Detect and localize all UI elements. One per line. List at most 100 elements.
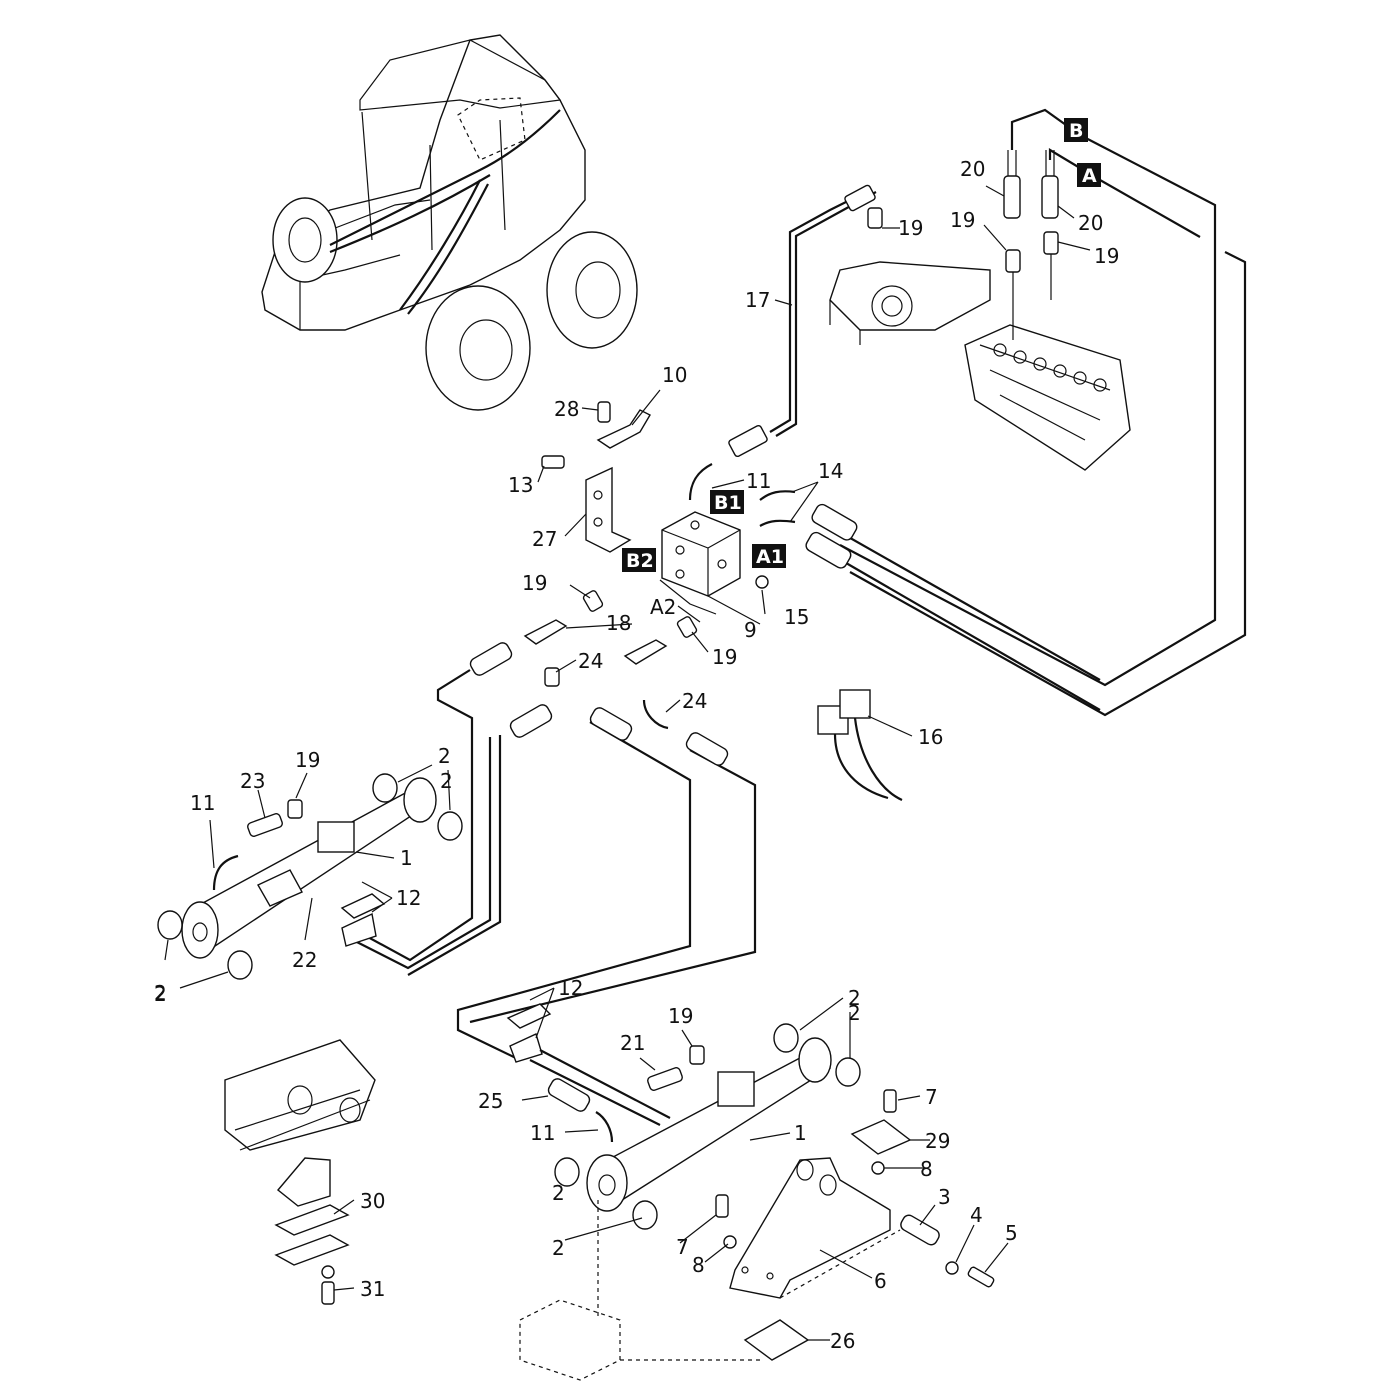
callout-16: 16 (918, 725, 943, 749)
port-tag-b: B (1064, 118, 1088, 142)
fitting-23 (247, 813, 283, 837)
bolt-31 (321, 1281, 335, 1305)
seal-2-ul-d (227, 950, 253, 980)
hose-center (456, 707, 757, 1061)
fitting-19-mid-a (582, 590, 604, 612)
callout-28: 28 (554, 397, 579, 421)
callout-2-lr-bottom: 2 (552, 1236, 565, 1260)
callout-19-lower-cyl: 19 (668, 1004, 693, 1028)
cylinder-1-upper (181, 777, 437, 959)
seal-2-ul-b (437, 811, 463, 841)
callout-1-lower: 1 (794, 1121, 807, 1145)
valve-spools (993, 343, 1107, 392)
fitting-19-lr (689, 1045, 705, 1065)
callout-15: 15 (784, 605, 809, 629)
callout-31: 31 (360, 1277, 385, 1301)
callout-19-valve-left: 19 (950, 208, 975, 232)
plug-15 (755, 575, 769, 589)
washer-4 (945, 1261, 959, 1275)
callout-23: 23 (240, 769, 265, 793)
callout-7-lower: 7 (676, 1235, 689, 1259)
callout-11-lower-cyl: 11 (530, 1121, 555, 1145)
callout-24-left: 24 (578, 649, 603, 673)
callout-12-upper: 12 (396, 886, 421, 910)
svg-text:B1: B1 (714, 492, 742, 514)
leader-lines (164, 185, 1091, 1341)
seal-2-ul-c (157, 910, 183, 940)
fitting-19-right (1043, 231, 1059, 255)
cylinder-1-lower (586, 1037, 832, 1212)
callout-19-block-right: 19 (712, 645, 737, 669)
nut-31 (321, 1265, 335, 1279)
screw-13 (541, 455, 565, 469)
svg-text:A1: A1 (756, 546, 784, 568)
fitting-20-left (1003, 150, 1021, 219)
svg-text:B: B (1069, 120, 1083, 142)
callout-27: 27 (532, 527, 557, 551)
elbow-11-top (688, 463, 713, 501)
callout-11-upper-cyl: 11 (190, 791, 215, 815)
callout-20-right: 20 (1078, 211, 1103, 235)
callout-2-ul-top: 2 (438, 744, 451, 768)
callout-labels: 20 20 19 19 19 19 19 19 19 17 10 28 13 1… (154, 157, 1119, 1353)
seal-2-lr-c (554, 1157, 580, 1187)
mount-bracket-6 (729, 1157, 891, 1299)
seal-2-lr-b (835, 1057, 861, 1087)
callout-8-lower: 8 (692, 1253, 705, 1277)
elbow-11-lr (595, 1111, 614, 1143)
fitting-19-ul (287, 799, 303, 819)
screw-28 (597, 401, 611, 423)
callout-9: 9 (744, 618, 757, 642)
callout-19-valve-right: 19 (1094, 244, 1119, 268)
callout-2-lr-left: 2 (552, 1181, 565, 1205)
tee-18-left (523, 619, 568, 687)
callout-5: 5 (1005, 1221, 1018, 1245)
shim-26 (743, 1319, 810, 1361)
callout-1-upper: 1 (400, 846, 413, 870)
bolt-5 (967, 1266, 995, 1288)
bolt-7-upper (883, 1089, 897, 1113)
callout-2-lr-right: 2 (848, 1001, 861, 1025)
bracket-27 (585, 466, 632, 553)
callout-8-upper: 8 (920, 1157, 933, 1181)
hose-line-a (849, 148, 1247, 717)
svg-text:B2: B2 (626, 550, 654, 572)
callout-18: 18 (606, 611, 631, 635)
solenoid-16 (817, 689, 903, 802)
elbow-11-ul (212, 854, 239, 891)
callout-14: 14 (818, 459, 843, 483)
port-tag-b2: B2 (622, 548, 656, 572)
port-tag-a: A (1077, 163, 1101, 187)
callout-21: 21 (620, 1031, 645, 1055)
control-valve-assembly (829, 261, 1131, 471)
callout-26: 26 (830, 1329, 855, 1353)
seal-2-ul-a (372, 773, 398, 803)
fitting-21 (647, 1067, 683, 1091)
callout-19-hose17: 19 (898, 216, 923, 240)
fitting-20-right (1041, 150, 1059, 219)
callout-20-left: 20 (960, 157, 985, 181)
callout-11-block: 11 (746, 469, 771, 493)
tee-18-right (623, 639, 669, 730)
callout-25: 25 (478, 1089, 503, 1113)
elbow-14-b (759, 519, 796, 527)
port-tag-b1: B1 (710, 490, 744, 514)
callout-13: 13 (508, 473, 533, 497)
clamp-12-upper (340, 893, 386, 947)
fitting-25 (547, 1078, 591, 1112)
callout-2-ul-bottom: 2 (154, 981, 167, 1005)
callout-2-lr-top: 2 (848, 986, 861, 1010)
hose-17 (728, 184, 883, 458)
valve-block-9 (661, 511, 741, 597)
callout-22: 22 (292, 948, 317, 972)
machine-illustration (261, 34, 638, 411)
callout-6: 6 (874, 1269, 887, 1293)
callout-4: 4 (970, 1203, 983, 1227)
callout-30: 30 (360, 1189, 385, 1213)
callout-12-lower: 12 (558, 976, 583, 1000)
callout-2-ul-left: 2 (154, 982, 167, 1006)
callout-10: 10 (662, 363, 687, 387)
callout-7-upper: 7 (925, 1085, 938, 1109)
mount-30 (274, 1157, 350, 1266)
port-label-a2: A2 (650, 595, 676, 619)
